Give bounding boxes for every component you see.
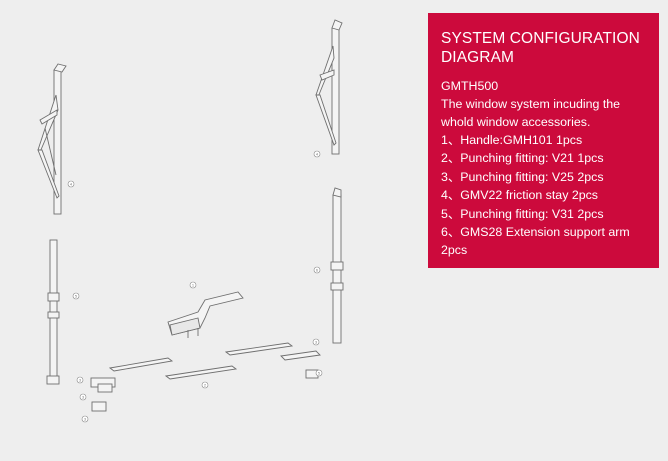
svg-text:2: 2 — [204, 383, 207, 388]
svg-text:3: 3 — [84, 417, 87, 422]
handle — [167, 291, 244, 338]
friction-stay-left — [37, 63, 67, 215]
svg-text:6: 6 — [316, 268, 319, 273]
callout-marker: 2 — [201, 381, 209, 389]
system-description: The window system incuding the whold win… — [441, 97, 621, 129]
list-item: 1、Handle:GMH101 1pcs — [441, 133, 583, 147]
list-item: 5、Punching fitting: V31 2pcs — [441, 206, 604, 221]
punching-fittings — [90, 342, 321, 412]
list-item: 3、Punching fitting: V25 2pcs — [441, 169, 604, 184]
callout-marker: 1 — [189, 281, 197, 289]
panel-title: SYSTEM CONFIGURATION DIAGRAM — [441, 30, 640, 66]
callout-marker: 5 — [72, 292, 80, 300]
svg-text:5: 5 — [318, 371, 321, 376]
extension-arm-left — [46, 239, 60, 385]
info-panel: SYSTEM CONFIGURATION DIAGRAM GMTH500 The… — [428, 13, 659, 268]
friction-stay-right — [315, 19, 343, 155]
svg-text:4: 4 — [70, 182, 73, 187]
model-code: GMTH500 — [441, 79, 499, 93]
list-item: 4、GMV22 friction stay 2pcs — [441, 188, 599, 203]
parts-list: 1、Handle:GMH101 1pcs 2、Punching fitting:… — [441, 131, 647, 260]
svg-text:3: 3 — [79, 378, 82, 383]
window-hardware-diagram: 4 4 6 5 1 2 3 5 3 3 3 — [37, 19, 344, 423]
extension-arm-right — [330, 187, 344, 344]
callout-marker: 4 — [67, 180, 75, 188]
svg-text:4: 4 — [316, 152, 319, 157]
svg-text:3: 3 — [315, 340, 318, 345]
callout-marker: 3 — [76, 376, 84, 384]
callout-marker: 4 — [313, 150, 321, 158]
list-item: 2、Punching fitting: V21 1pcs — [441, 151, 604, 166]
svg-text:3: 3 — [82, 395, 85, 400]
callout-marker: 3 — [312, 338, 320, 346]
svg-text:1: 1 — [192, 283, 195, 288]
callout-marker: 3 — [79, 393, 87, 401]
list-item: 6、GMS28 Extension support arm 2pcs — [441, 225, 630, 258]
callout-marker: 3 — [81, 415, 89, 423]
callout-marker: 6 — [313, 266, 321, 274]
callout-marker: 5 — [315, 369, 323, 377]
svg-text:5: 5 — [75, 294, 78, 299]
